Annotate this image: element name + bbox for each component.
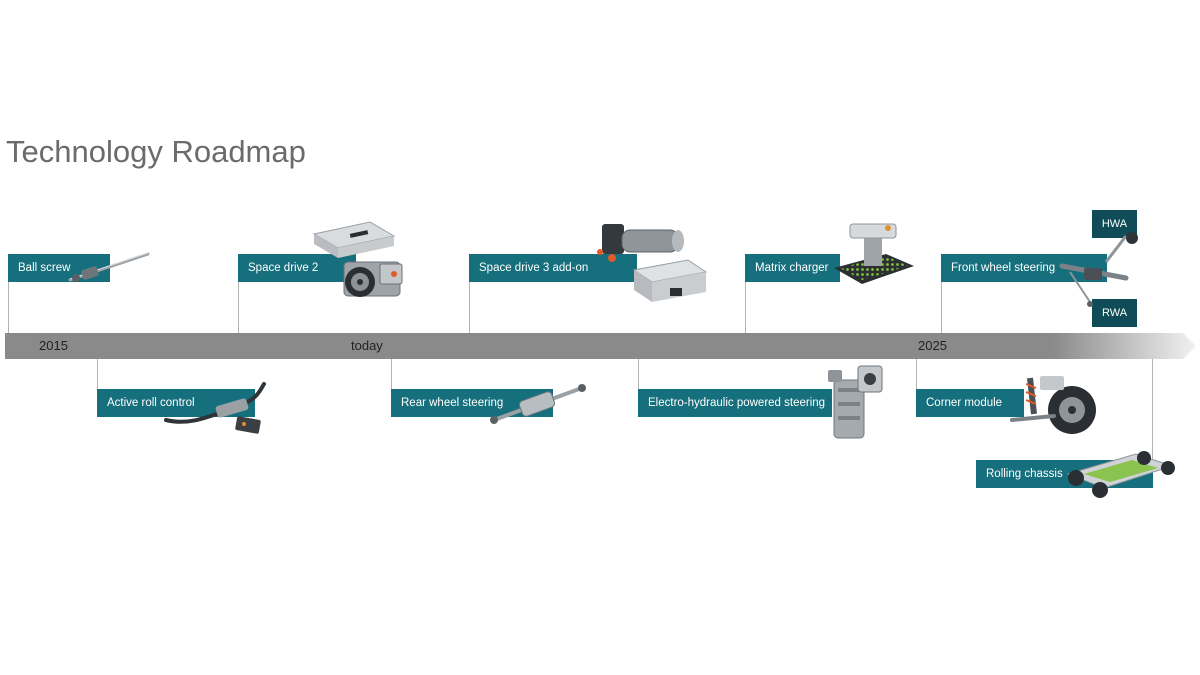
connector-ball-screw <box>8 255 9 333</box>
front-wheel-steering-icon <box>1059 232 1138 307</box>
connector-rolling-chassis <box>1152 359 1153 461</box>
tag-rwa: RWA <box>1092 299 1137 327</box>
connector-corner-module <box>916 359 917 391</box>
milestone-ball-screw: Ball screw <box>8 254 110 282</box>
year-label-2015: 2015 <box>39 338 68 353</box>
milestone-corner-module: Corner module <box>916 389 1024 417</box>
matrix-charger-icon <box>834 223 914 284</box>
year-label-today: today <box>351 338 383 353</box>
rear-wheel-steering-icon <box>490 384 586 424</box>
milestone-electro-hydraulic-powered-steering: Electro-hydraulic powered steering <box>638 389 832 417</box>
connector-electro-hydraulic <box>638 359 639 391</box>
connector-matrix-charger <box>745 255 746 333</box>
space-drive-3-icon <box>597 224 708 302</box>
active-roll-control-icon <box>164 382 266 434</box>
rolling-chassis-icon <box>1066 451 1175 498</box>
connector-rear-wheel-steering <box>391 359 392 391</box>
connector-space-drive-3 <box>469 255 470 333</box>
space-drive-2-icon <box>312 221 403 297</box>
year-label-2025: 2025 <box>918 338 947 353</box>
milestone-matrix-charger: Matrix charger <box>745 254 840 282</box>
connector-active-roll-control <box>97 359 98 391</box>
ball-screw-icon <box>68 252 150 282</box>
corner-module-icon <box>1010 376 1096 434</box>
page-title: Technology Roadmap <box>6 134 306 169</box>
milestone-space-drive-2: Space drive 2 <box>238 254 356 282</box>
connector-front-wheel-steering <box>941 255 942 333</box>
connector-space-drive-2 <box>238 255 239 333</box>
electro-hydraulic-steering-icon <box>828 365 883 439</box>
